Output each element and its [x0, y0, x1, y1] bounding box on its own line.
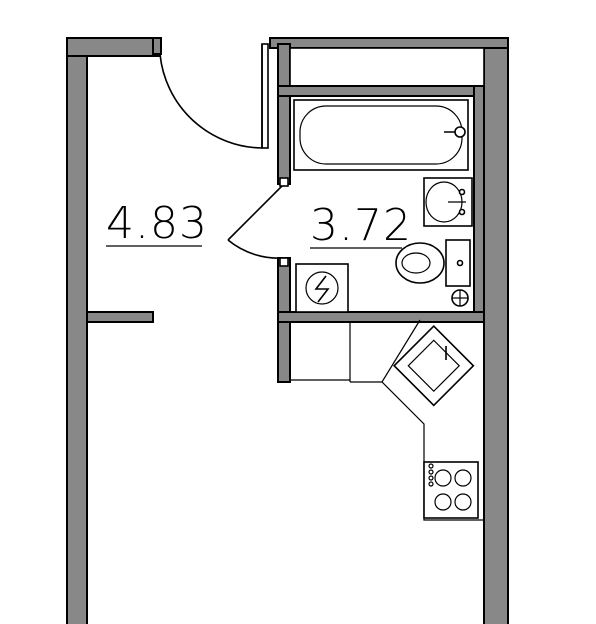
bath-left-wall-upper [277, 43, 291, 185]
bathtub-icon [293, 99, 469, 171]
bathroom-area-label: 3.72 [310, 200, 412, 251]
left-outer-wall [66, 37, 88, 624]
kitchen-sink-icon [393, 325, 475, 407]
drain-icon [451, 289, 469, 307]
top-wall-left [66, 37, 160, 57]
doors [159, 44, 289, 267]
bath-door-swing [227, 239, 285, 259]
door-jamb-stub [152, 37, 162, 55]
stove-icon [423, 461, 479, 519]
shaft-top [289, 47, 485, 89]
kitchen-counter [350, 319, 484, 521]
bath-door-jamb-top [279, 177, 289, 187]
bath-top-wall [277, 85, 485, 97]
hall-area-label: 4.83 [106, 198, 208, 249]
bath-door-leaf [227, 183, 285, 241]
bath-door-jamb-bottom [279, 257, 289, 267]
water-heater-icon [295, 263, 349, 313]
door-partition [261, 43, 269, 149]
top-wall-right [269, 37, 509, 49]
toilet-icon [395, 239, 471, 287]
hall-stub-wall [86, 311, 154, 323]
area-labels: 4.83 3.72 [106, 198, 412, 251]
entrance-door-swing [159, 53, 263, 149]
right-outer-wall [483, 37, 509, 624]
bath-right-wall [473, 85, 485, 323]
bath-bottom-wall [277, 311, 485, 323]
walls [66, 37, 509, 624]
washbasin-icon [423, 177, 473, 227]
